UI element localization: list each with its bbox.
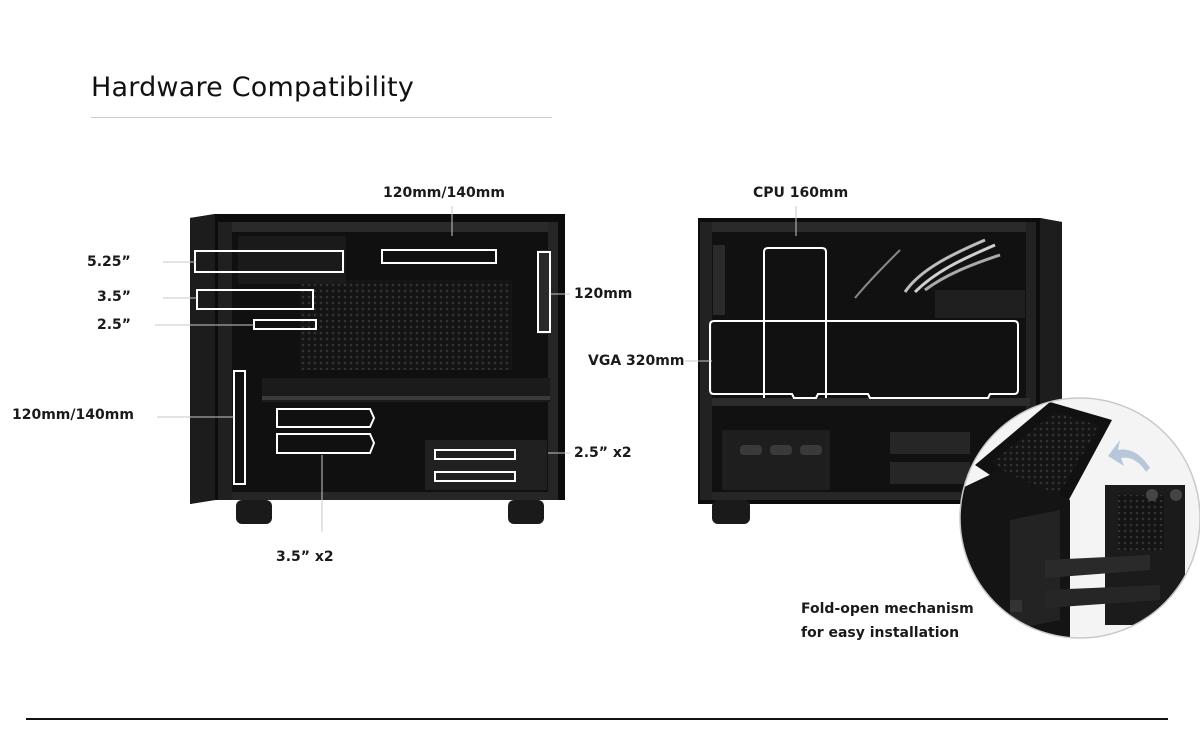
top-fan-label: 120mm/140mm (383, 185, 505, 201)
inset-caption-line-1: Fold-open mechanism (801, 601, 974, 617)
inset-caption-line-2: for easy installation (801, 625, 960, 641)
vga-length-label: VGA 320mm (588, 353, 685, 369)
bay-35-outline (196, 289, 314, 310)
rotate-arrow-icon (1108, 440, 1150, 472)
hdd-outline-2 (276, 433, 376, 454)
page-title: Hardware Compatibility (91, 72, 414, 103)
ssd-x2-label: 2.5” x2 (574, 445, 632, 461)
ssd-outline-2 (434, 471, 516, 482)
left-case-body (190, 214, 565, 524)
right-case-body (698, 218, 1062, 524)
bottom-divider (26, 718, 1168, 720)
cpu-cooler-label: CPU 160mm (753, 185, 849, 201)
top-fan-outline (381, 249, 497, 264)
left-leader-lines (155, 206, 570, 532)
hdd-outline-1 (276, 408, 376, 428)
bay-35-label: 3.5” (97, 289, 132, 305)
right-case-outlines (709, 247, 1019, 399)
ssd-outline-1 (434, 449, 516, 460)
rear-fan-outline (537, 251, 551, 333)
bay-525-label: 5.25” (87, 254, 131, 270)
fold-open-inset (959, 397, 1200, 639)
cpu-cooler-outline (763, 247, 827, 398)
right-leader-lines (685, 206, 797, 362)
vga-outline (709, 320, 1019, 399)
front-fan-outline (233, 370, 246, 485)
bay-25-label: 2.5” (97, 317, 132, 333)
hdd-x2-label: 3.5” x2 (276, 549, 334, 565)
inset-caption: Fold-open mechanism for easy installatio… (801, 597, 974, 645)
rear-fan-label: 120mm (574, 286, 633, 302)
front-fan-label: 120mm/140mm (12, 407, 134, 423)
title-divider (91, 117, 552, 118)
